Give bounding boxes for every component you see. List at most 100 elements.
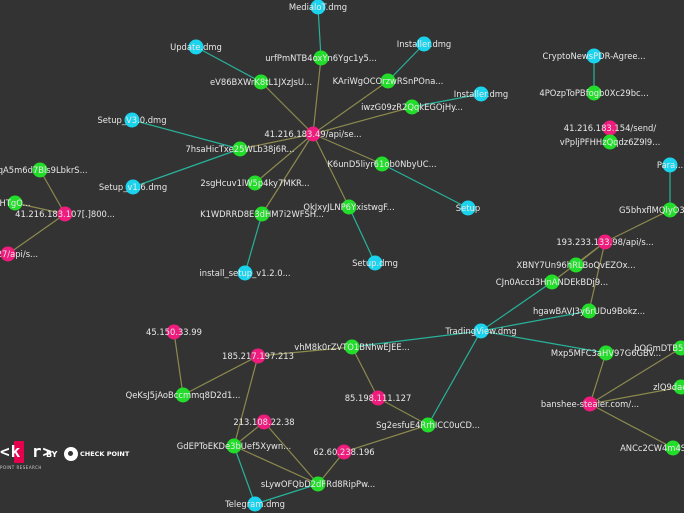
- node-circle[interactable]: [367, 255, 383, 271]
- node-circle[interactable]: [586, 48, 602, 64]
- node-circle[interactable]: [7, 195, 23, 211]
- node-circle[interactable]: [247, 496, 263, 512]
- graph-node-url[interactable]: 41.216.183.154/send/: [564, 120, 657, 136]
- graph-node-url[interactable]: 11.127/api/s...: [0, 246, 38, 262]
- graph-node-ip[interactable]: 213.108.22.38: [233, 414, 295, 430]
- graph-node-hash[interactable]: CJn0Accd3HnANDEkBDj9...: [496, 274, 608, 290]
- node-circle[interactable]: [124, 112, 140, 128]
- node-circle[interactable]: [254, 206, 270, 222]
- graph-node-file[interactable]: Para...: [657, 157, 683, 173]
- graph-node-hash[interactable]: XBNY7Un96hRLBoQvEZOx...: [516, 257, 636, 273]
- node-circle[interactable]: [662, 202, 678, 218]
- node-circle[interactable]: [597, 234, 613, 250]
- node-circle[interactable]: [374, 156, 390, 172]
- graph-node-hash[interactable]: ANCc2CW4m4Soc5oH6...: [620, 440, 684, 456]
- graph-node-file[interactable]: CryptoNewsPDR-Agree...: [542, 48, 646, 64]
- node-circle[interactable]: [602, 120, 618, 136]
- node-circle[interactable]: [232, 141, 248, 157]
- graph-node-url[interactable]: 41.216.183.49/api/se...: [264, 126, 362, 142]
- node-circle[interactable]: [336, 444, 352, 460]
- graph-node-url[interactable]: 193.233.133.98/api/s...: [556, 234, 654, 250]
- graph-node-hash[interactable]: KAriWgOCOrzwRSnPOna...: [333, 73, 444, 89]
- node-circle[interactable]: [370, 390, 386, 406]
- graph-node-ip[interactable]: 185.217.197.213: [222, 348, 294, 364]
- graph-node-file[interactable]: Telegram.dmg: [224, 496, 285, 512]
- graph-node-hash[interactable]: urfPmNTB4oxYn6Ygc1y5...: [265, 50, 377, 66]
- node-circle[interactable]: [175, 387, 191, 403]
- graph-node-hash[interactable]: OkJxyJLNP6YxistwgF...: [303, 199, 395, 215]
- node-circle[interactable]: [188, 39, 204, 55]
- node-circle[interactable]: [420, 417, 436, 433]
- graph-node-hash[interactable]: eV86BXWrK8tL1JXzJsU...: [210, 74, 312, 90]
- graph-node-file[interactable]: TradingView.dmg: [444, 323, 517, 339]
- graph-node-hash[interactable]: Mxp5MFC3aHV97G6GBV...: [551, 345, 661, 361]
- node-circle[interactable]: [416, 36, 432, 52]
- node-circle[interactable]: [673, 379, 684, 395]
- node-circle[interactable]: [57, 206, 73, 222]
- node-circle[interactable]: [341, 199, 357, 215]
- node-circle[interactable]: [544, 274, 560, 290]
- node-circle[interactable]: [665, 440, 681, 456]
- graph-node-ip[interactable]: 85.198.111.127: [345, 390, 412, 406]
- graph-node-hash[interactable]: HTgO...: [0, 195, 30, 211]
- graph-node-file[interactable]: MedialoT.dmg: [289, 0, 347, 15]
- graph-node-file[interactable]: Installer.dmg: [454, 86, 509, 102]
- node-circle[interactable]: [673, 340, 684, 356]
- node-circle[interactable]: [582, 396, 598, 412]
- graph-node-url[interactable]: banshee-stealer.com/...: [541, 396, 639, 412]
- node-circle[interactable]: [662, 157, 678, 173]
- node-circle[interactable]: [344, 339, 360, 355]
- node-circle[interactable]: [473, 86, 489, 102]
- graph-node-hash[interactable]: sLywOFQbD2dFRd8RipPw...: [261, 476, 375, 492]
- graph-node-file[interactable]: Setup.dmg: [352, 255, 398, 271]
- graph-node-url[interactable]: 41.216.183.107[.]800...: [15, 206, 115, 222]
- node-circle[interactable]: [581, 303, 597, 319]
- node-circle[interactable]: [602, 134, 618, 150]
- node-circle[interactable]: [404, 99, 420, 115]
- node-circle[interactable]: [226, 438, 242, 454]
- graph-node-hash[interactable]: iwzG09zR2QqkEGOjHy...: [361, 99, 463, 115]
- graph-node-ip[interactable]: 62.60.238.196: [313, 444, 375, 460]
- graph-node-hash[interactable]: GdEPToEKDe3bUef5Xywn...: [177, 438, 291, 454]
- node-circle[interactable]: [125, 179, 141, 195]
- node-circle[interactable]: [250, 348, 266, 364]
- graph-node-hash[interactable]: 4qA5m6d7Bls9LbkrS...: [0, 162, 88, 178]
- node-circle[interactable]: [256, 414, 272, 430]
- graph-node-file[interactable]: Setup: [456, 200, 480, 216]
- graph-node-hash[interactable]: 4POzpToPBfogb0Xc29bc...: [539, 85, 649, 101]
- node-circle[interactable]: [380, 73, 396, 89]
- graph-node-file[interactable]: Setup_V3.0.dmg: [97, 112, 167, 128]
- graph-node-hash[interactable]: Sg2esfuE4RrhICC0uCD...: [376, 417, 480, 433]
- graph-node-ip[interactable]: 45.150.33.99: [146, 324, 202, 340]
- node-circle[interactable]: [32, 162, 48, 178]
- graph-node-hash[interactable]: vhM8k0rZVTO1BNhwEJEE...: [294, 339, 410, 355]
- node-circle[interactable]: [166, 324, 182, 340]
- node-circle[interactable]: [598, 345, 614, 361]
- graph-node-hash[interactable]: bOGmDTB59DMSAN...: [634, 340, 684, 356]
- node-circle[interactable]: [473, 323, 489, 339]
- node-circle[interactable]: [586, 85, 602, 101]
- node-circle[interactable]: [310, 0, 326, 15]
- graph-node-file[interactable]: Update.dmg: [170, 39, 222, 55]
- node-circle[interactable]: [247, 175, 263, 191]
- node-circle[interactable]: [237, 265, 253, 281]
- graph-node-hash[interactable]: 7hsaHicTxe25WLb38j6R...: [185, 141, 295, 157]
- graph-node-hash[interactable]: 2sgHcuv1lW5p4ky7MKR...: [200, 175, 310, 191]
- node-circle[interactable]: [460, 200, 476, 216]
- graph-node-file[interactable]: Installer.dmg: [397, 36, 452, 52]
- node-circle[interactable]: [310, 476, 326, 492]
- node-circle[interactable]: [568, 257, 584, 273]
- graph-node-hash[interactable]: QeKsJ5jAoBccmmq8D2d1...: [126, 387, 241, 403]
- graph-node-hash[interactable]: zlQ9daeMO...: [653, 379, 684, 395]
- graph-node-hash[interactable]: vPpljPFHHzQqdz6Z9l9...: [560, 134, 661, 150]
- node-circle[interactable]: [253, 74, 269, 90]
- node-circle[interactable]: [0, 246, 16, 262]
- graph-node-file[interactable]: install_setup_v1.2.0...: [199, 265, 291, 281]
- graph-node-hash[interactable]: K1WDRRD8E3dHM7i2WFSH...: [200, 206, 324, 222]
- graph-node-hash[interactable]: hgawBAVJ3y6rUDu9Bokz...: [533, 303, 645, 319]
- graph-node-hash[interactable]: K6unD5liyr61ob0NbyUC...: [327, 156, 437, 172]
- graph-node-file[interactable]: Setup_v1.6.dmg: [99, 179, 167, 195]
- node-circle[interactable]: [313, 50, 329, 66]
- graph-node-hash[interactable]: G5bhxflMQlyO3IPknbh...: [619, 202, 684, 218]
